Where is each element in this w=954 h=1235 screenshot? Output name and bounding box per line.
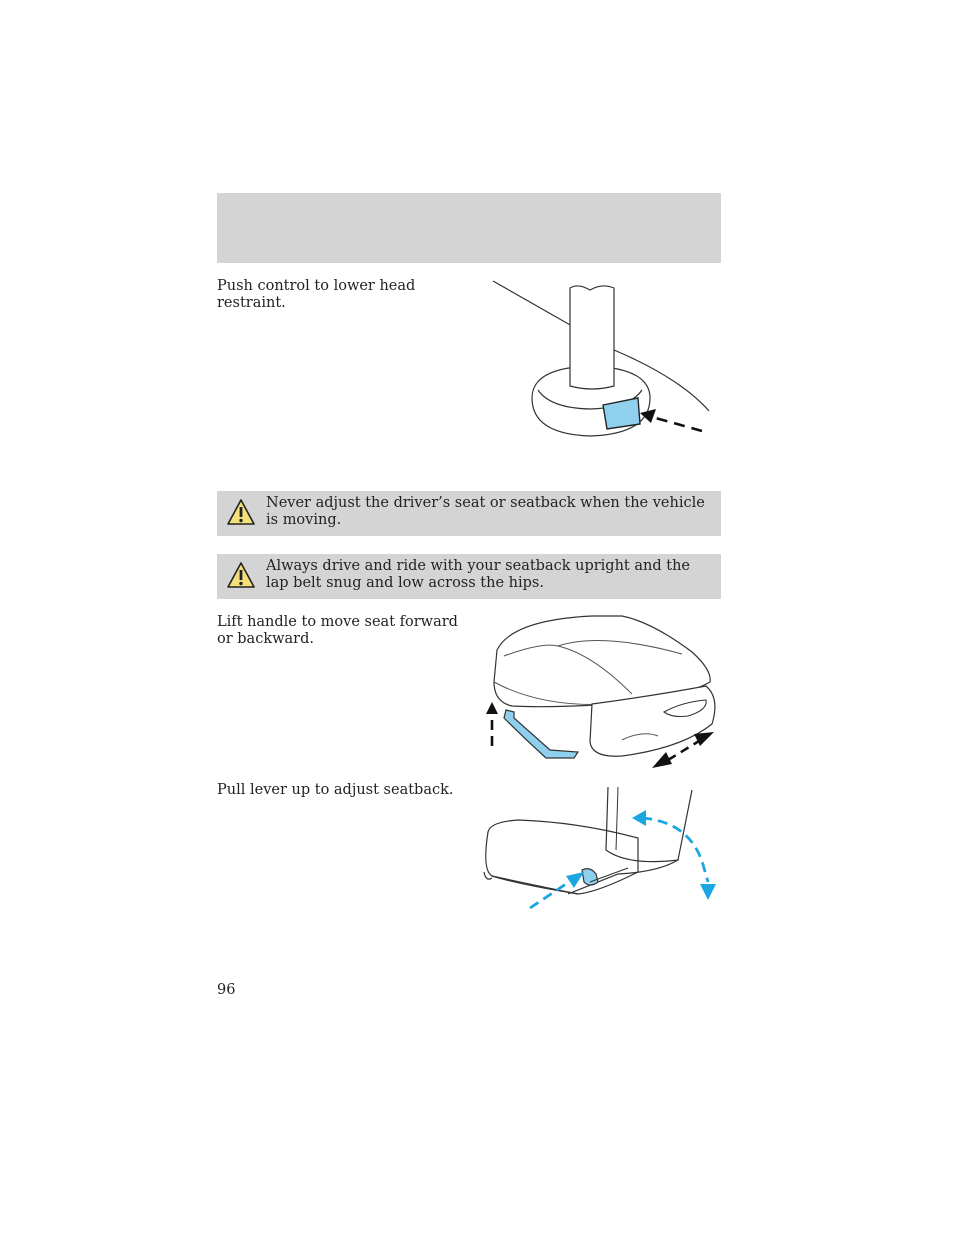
seat-track-instruction: Lift handle to move seat forward or back… [217, 614, 458, 647]
header-band [217, 193, 721, 263]
seatback-instruction: Pull lever up to adjust seatback. [217, 782, 454, 798]
seatback-illustration [483, 786, 716, 910]
warning-text: Never adjust the driver’s seat or seatba… [266, 495, 705, 528]
head-restraint-button [602, 397, 641, 430]
warning-box: Always drive and ride with your seatback… [217, 554, 721, 599]
head-restraint-instruction: Push control to lower head restraint. [217, 278, 416, 311]
warning-text: Always drive and ride with your seatback… [266, 558, 690, 591]
warning-box: Never adjust the driver’s seat or seatba… [217, 491, 721, 536]
warning-triangle-icon [227, 562, 255, 588]
page-number: 96 [217, 982, 236, 998]
warning-triangle-icon [227, 499, 255, 525]
head-restraint-illustration [492, 280, 710, 437]
seat-handle [503, 709, 580, 759]
seat-track-illustration [486, 615, 716, 768]
